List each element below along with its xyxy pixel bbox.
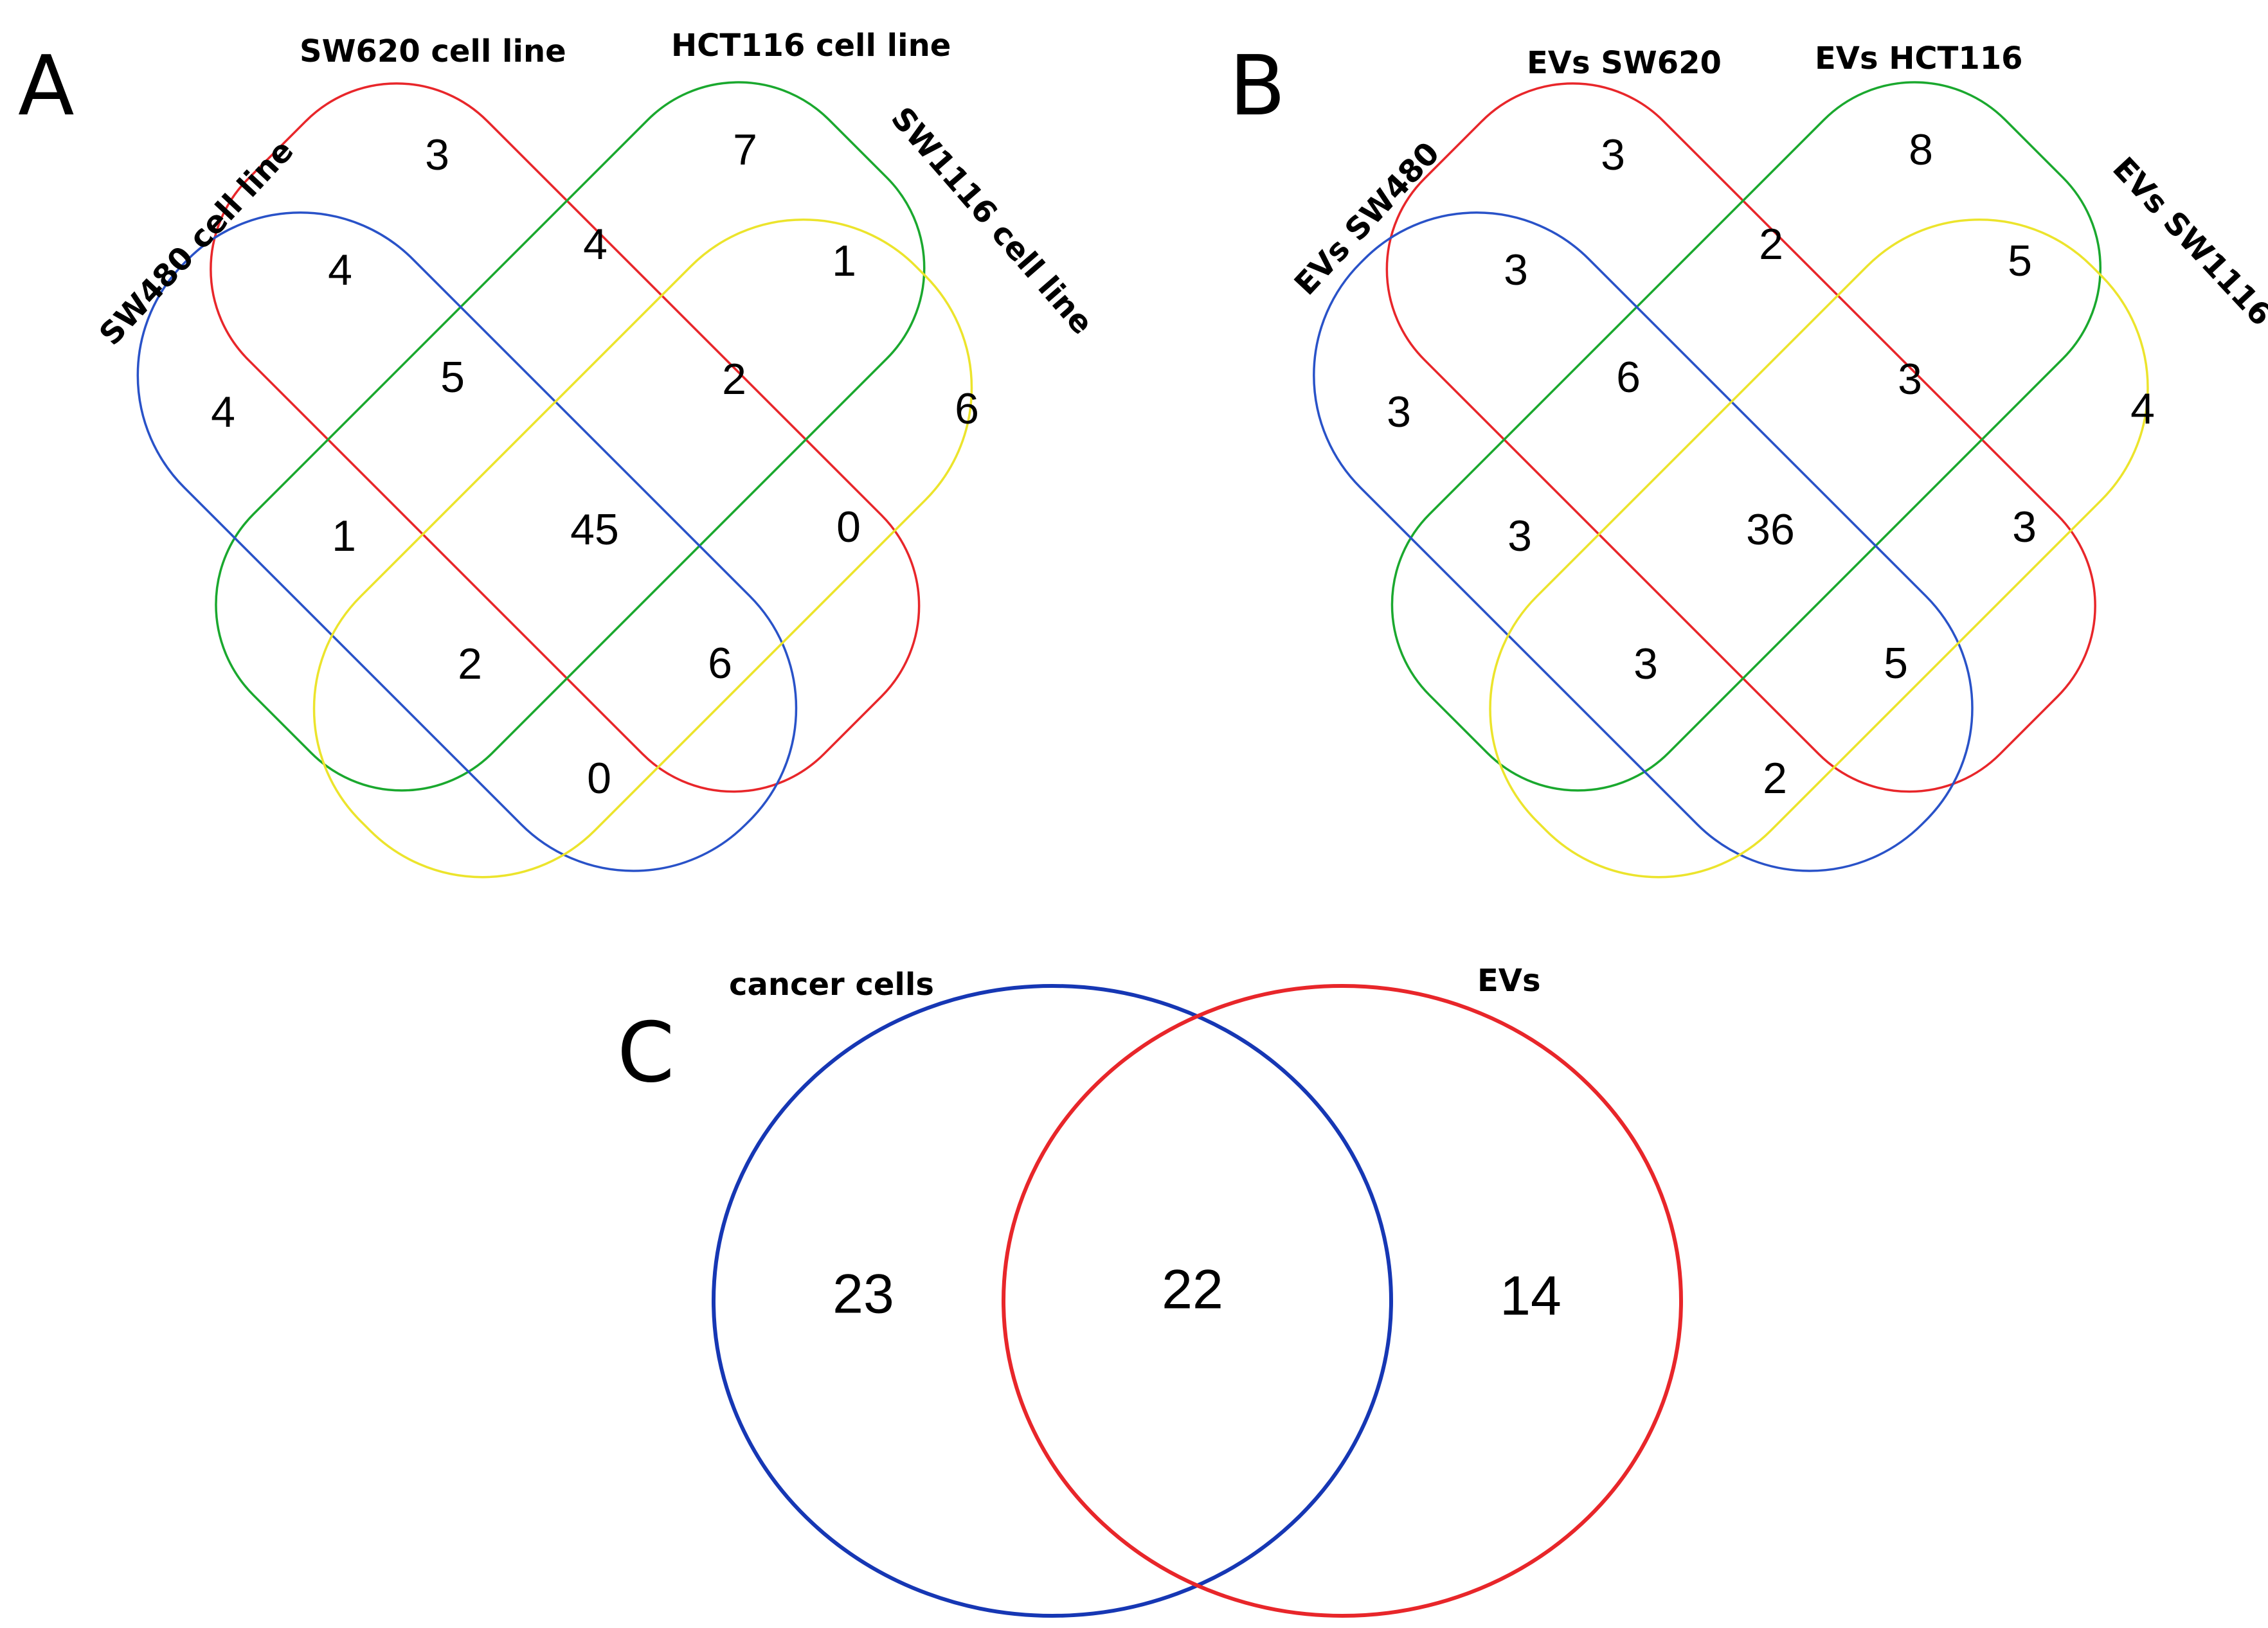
panel-a-count: 1 [332,512,356,560]
panel-b-count: 6 [1616,353,1641,402]
panel-a-count: 6 [955,384,979,433]
panel-b-count: 5 [1884,639,1908,688]
panel-b-count: 3 [2012,503,2037,551]
panel-c-count-cancer-only: 23 [833,1264,894,1325]
panel-b-count: 36 [1746,505,1795,554]
panel-a-count: 2 [458,640,482,688]
panel-b: B EVs SW620 EVs HCT116 EVs SW480 EVs SW1… [1229,39,2268,879]
panel-b-set-green [1390,81,2102,792]
panel-a-count: 0 [836,503,861,551]
panel-b-count: 8 [1909,125,1933,174]
panel-b-count: 3 [1898,355,1922,404]
panel-b-label-ev-sw1116: EVs SW1116 [2105,150,2268,333]
panel-a-count: 2 [722,355,746,404]
panel-a-set-yellow [312,218,973,879]
panel-c-set-cancer-cells [712,984,1393,1618]
panel-a-set-red [210,82,921,793]
panel-a-count: 1 [832,237,856,285]
panel-b-count: 3 [1504,246,1528,294]
panel-b-set-red [1385,82,2096,793]
panel-a-count: 0 [587,754,611,803]
panel-c-count-evs-only: 14 [1500,1266,1562,1327]
panel-c-count-overlap: 22 [1162,1259,1223,1321]
panel-b-count: 4 [2130,384,2155,433]
panel-b-count: 3 [1508,512,1532,560]
panel-b-count: 2 [1763,754,1787,803]
panel-a-count: 6 [708,639,732,688]
panel-a-letter: A [18,39,75,134]
panel-b-count: 3 [1601,130,1625,179]
panel-b-count: 3 [1387,388,1411,436]
panel-a: A SW620 cell line HCT116 cell line SW480… [18,28,1100,879]
panel-c-label-cancer-cells: cancer cells [729,967,934,1003]
panel-c-letter: C [617,1005,674,1101]
panel-c: C cancer cells EVs 23 22 14 [617,963,1683,1618]
panel-b-count: 2 [1759,220,1783,269]
panel-a-count: 4 [211,388,235,436]
panel-a-count: 4 [328,246,352,294]
panel-a-count: 7 [733,125,757,174]
panel-b-letter: B [1229,39,1286,134]
panel-a-count: 45 [570,505,619,554]
panel-b-label-ev-hct116: EVs HCT116 [1815,40,2023,76]
panel-b-set-yellow [1489,218,2149,879]
panel-a-label-sw480: SW480 cell line [93,133,301,352]
panel-a-count: 3 [425,130,449,179]
panel-c-set-evs [1002,984,1683,1618]
panel-a-count: 4 [583,220,608,269]
panel-c-label-evs: EVs [1477,963,1541,999]
panel-b-label-ev-sw620: EVs SW620 [1527,45,1722,81]
panel-a-set-blue [136,211,798,872]
panel-b-set-blue [1313,211,1974,872]
panel-b-count: 5 [2008,237,2032,285]
panel-a-count: 5 [440,353,465,402]
panel-b-label-ev-sw480: EVs SW480 [1288,135,1447,302]
panel-a-label-sw620: SW620 cell line [300,33,566,69]
panel-a-label-hct116: HCT116 cell line [671,28,951,64]
panel-a-set-green [215,81,926,792]
panel-b-count: 3 [1634,640,1658,688]
